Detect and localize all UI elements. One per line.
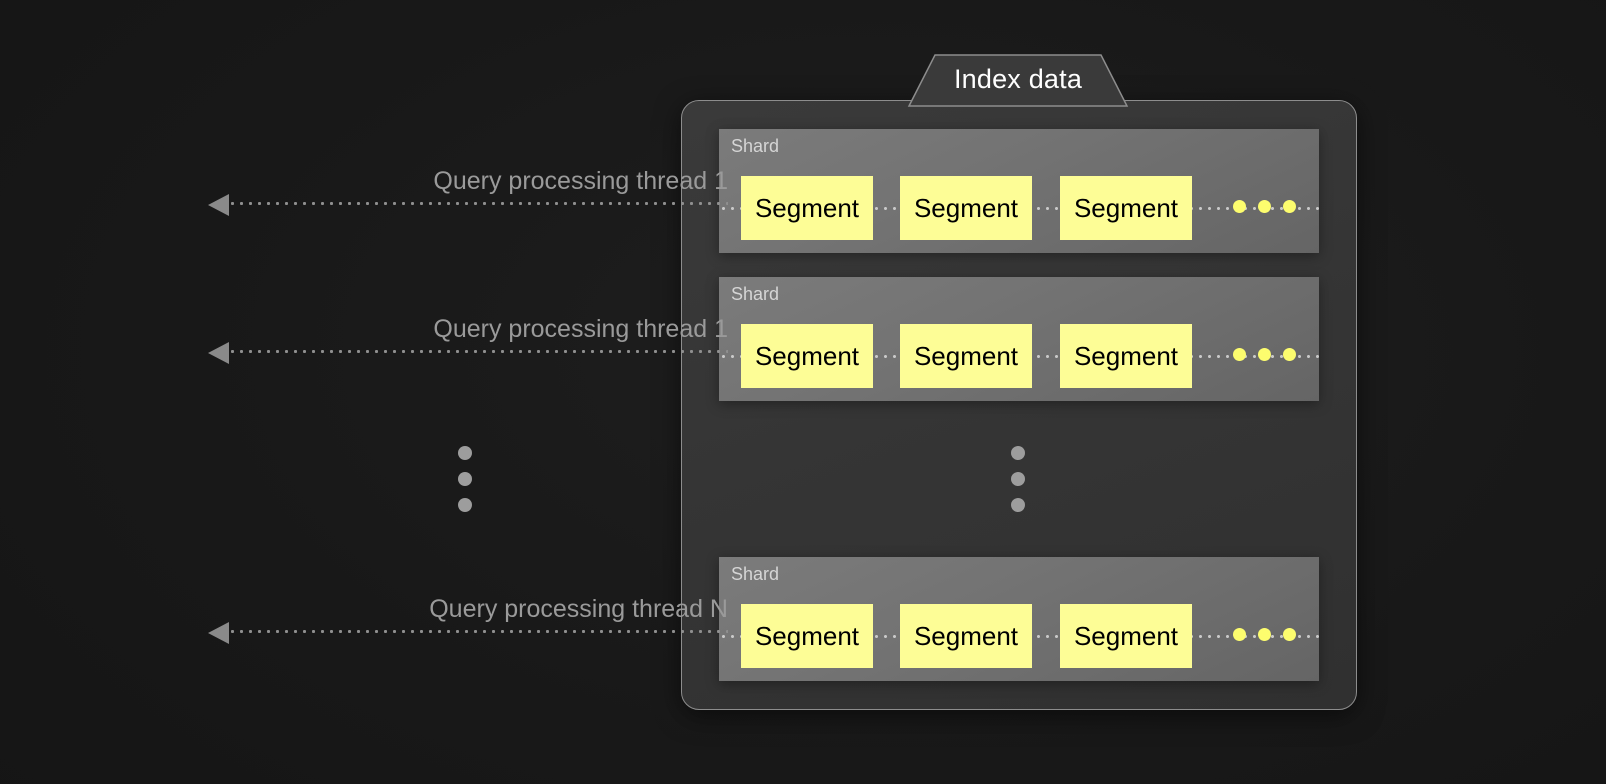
thread-label: Query processing thread 1 [433, 167, 728, 195]
thread-group-3: Query processing thread N [0, 573, 730, 644]
segment-box: Segment [741, 324, 873, 388]
thread-group-1: Query processing thread 1 [0, 145, 730, 216]
segment-box: Segment [900, 324, 1032, 388]
arrow-head-icon [208, 194, 229, 216]
segment-box: Segment [1060, 176, 1192, 240]
segment-box: Segment [741, 176, 873, 240]
shard-row-1: Shard Segment Segment Segment [719, 129, 1319, 253]
thread-label: Query processing thread N [429, 595, 728, 623]
thread-label: Query processing thread 1 [433, 315, 728, 343]
segment-box: Segment [1060, 604, 1192, 668]
shard-label: Shard [731, 284, 780, 304]
arrow-head-icon [208, 342, 229, 364]
thread-arrow-2: Query processing thread 1 [208, 315, 728, 364]
shard-label: Shard [731, 564, 780, 584]
segment-box: Segment [1060, 324, 1192, 388]
more-segments-icon [1222, 200, 1302, 216]
page-title: Index data [953, 63, 1083, 94]
thread-group-2: Query processing thread 1 [0, 293, 730, 364]
more-segments-icon [1222, 348, 1302, 364]
shard-label: Shard [731, 136, 780, 156]
segments-row: Segment Segment Segment [719, 604, 1319, 668]
shard-row-3: Shard Segment Segment Segment [719, 557, 1319, 681]
arrow-dotted-line [228, 350, 728, 353]
shards-ellipsis-icon [1011, 446, 1027, 518]
segment-box: Segment [741, 604, 873, 668]
more-segments-icon [1222, 628, 1302, 644]
threads-ellipsis-icon [458, 446, 474, 518]
arrow-head-icon [208, 622, 229, 644]
arrow-dotted-line [228, 202, 728, 205]
shard-row-2: Shard Segment Segment Segment [719, 277, 1319, 401]
segments-row: Segment Segment Segment [719, 324, 1319, 388]
thread-arrow-1: Query processing thread 1 [208, 167, 728, 216]
segment-box: Segment [900, 176, 1032, 240]
segments-row: Segment Segment Segment [719, 176, 1319, 240]
index-data-tab: Index data [901, 54, 1135, 107]
segment-box: Segment [900, 604, 1032, 668]
thread-arrow-3: Query processing thread N [208, 595, 728, 644]
arrow-dotted-line [228, 630, 728, 633]
tab-shape-icon [907, 54, 1129, 107]
